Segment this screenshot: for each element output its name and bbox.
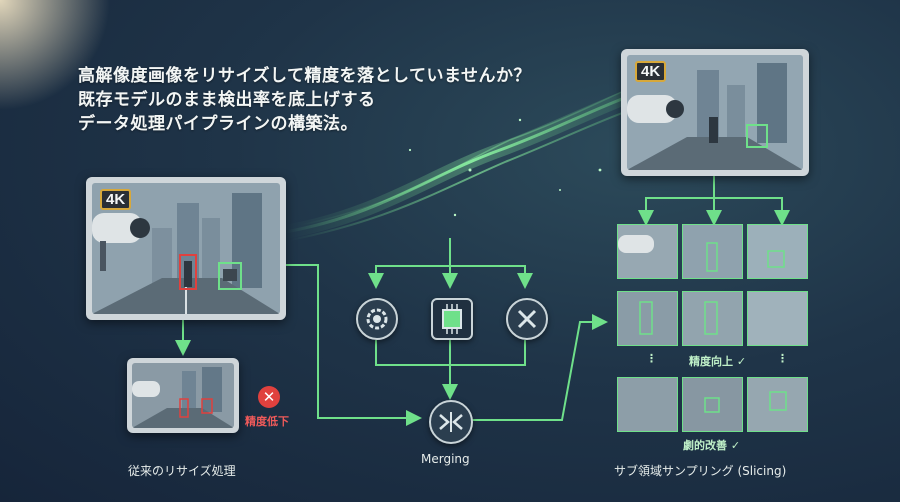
headline-line-2: 既存モデルのまま検出率を底上げする (78, 90, 376, 110)
blurred-scene-icon (132, 363, 234, 428)
slice-tile (617, 291, 678, 346)
output-4k-badge: 4K (635, 61, 667, 82)
slicing-caption: サブ領域サンプリング (Slicing) (614, 464, 787, 478)
tools-icon (506, 298, 548, 340)
ellipsis-left: ⋮ (646, 352, 657, 365)
slice-tile (617, 224, 678, 279)
arrow-to-slices (470, 314, 608, 421)
headline: 高解像度画像をリサイズして精度を落としていませんか？ 既存モデルのまま検出率を底… (78, 64, 558, 136)
slice-tile (682, 224, 743, 279)
slice-tile (747, 377, 808, 432)
chip-icon (431, 298, 473, 340)
output-image-panel: 4K (621, 49, 809, 176)
arrow-output-left (638, 197, 714, 226)
input-4k-badge: 4K (100, 189, 132, 210)
gear-icon (356, 298, 398, 340)
slice-tile (747, 291, 808, 346)
arrow-input-right (285, 264, 422, 426)
headline-line-3: データ処理パイプラインの構築法。 (78, 114, 358, 134)
wave-line-1 (284, 83, 661, 234)
arrow-split-left (368, 265, 450, 289)
merging-caption: Merging (421, 452, 470, 466)
legacy-caption: 従来のリサイズ処理 (128, 464, 236, 478)
arrow-output-right (714, 197, 790, 226)
merge-icon (429, 400, 473, 444)
slice-tile (617, 377, 678, 432)
slice-tile (682, 291, 743, 346)
headline-line-1: 高解像度画像をリサイズして精度を落としていませんか？ (78, 66, 531, 86)
error-x-icon: ✕ (258, 386, 280, 408)
glow-corner (0, 0, 110, 110)
sparkles (408, 118, 602, 217)
accuracy-up-label: 精度向上 ✓ (689, 355, 747, 368)
slice-tile (747, 224, 808, 279)
dramatic-improvement-label: 劇的改善 ✓ (683, 439, 741, 452)
arrow-split-right (450, 265, 533, 289)
legacy-resize-panel (127, 358, 239, 433)
slice-tile (682, 377, 743, 432)
wave-line-2 (289, 97, 666, 241)
input-image-panel: 4K (86, 177, 286, 320)
accuracy-drop-label: 精度低下 (245, 415, 289, 428)
wave-line-3 (299, 74, 661, 226)
ellipsis-right: ⋮ (777, 352, 788, 365)
